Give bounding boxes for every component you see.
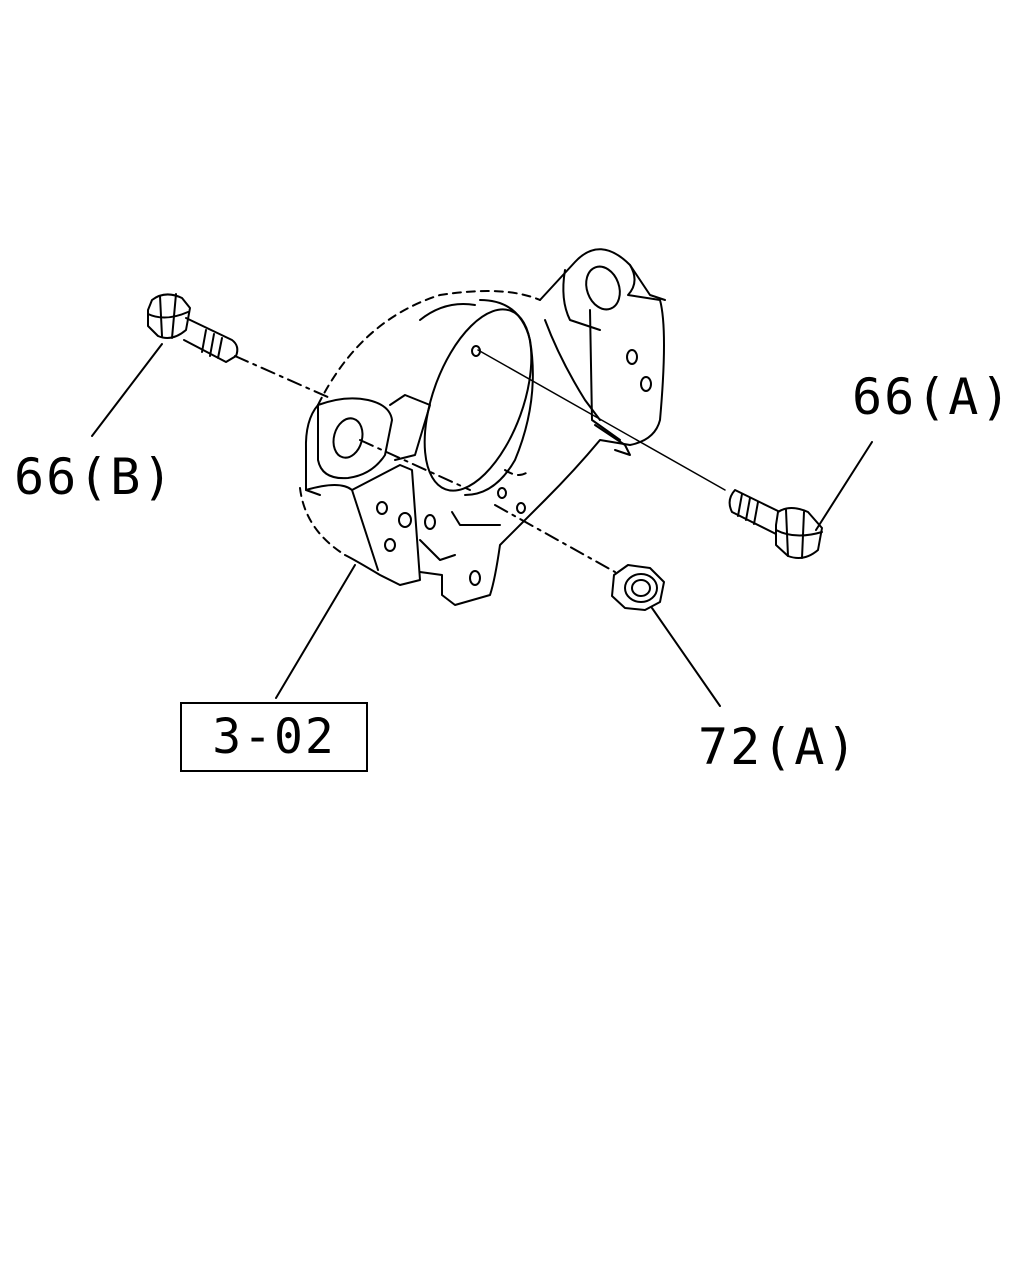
bolt-66a — [728, 489, 823, 559]
nut-72a — [611, 564, 665, 611]
leader-66b — [91, 343, 163, 437]
callout-66b: 66(B) — [14, 448, 175, 506]
nut-axis-line — [494, 504, 616, 573]
callout-66a: 66(A) — [852, 368, 1013, 426]
leader-66a — [815, 441, 873, 531]
leader-72a — [651, 607, 721, 707]
leader-3-02 — [275, 564, 356, 699]
reference-box-3-02[interactable]: 3-02 — [180, 702, 368, 772]
bolt-a-axis-line — [477, 349, 726, 491]
bolt-b-axis-line — [234, 355, 471, 491]
bracket-body — [299, 248, 666, 606]
callout-72a: 72(A) — [698, 718, 859, 776]
bolt-66b — [147, 293, 239, 363]
